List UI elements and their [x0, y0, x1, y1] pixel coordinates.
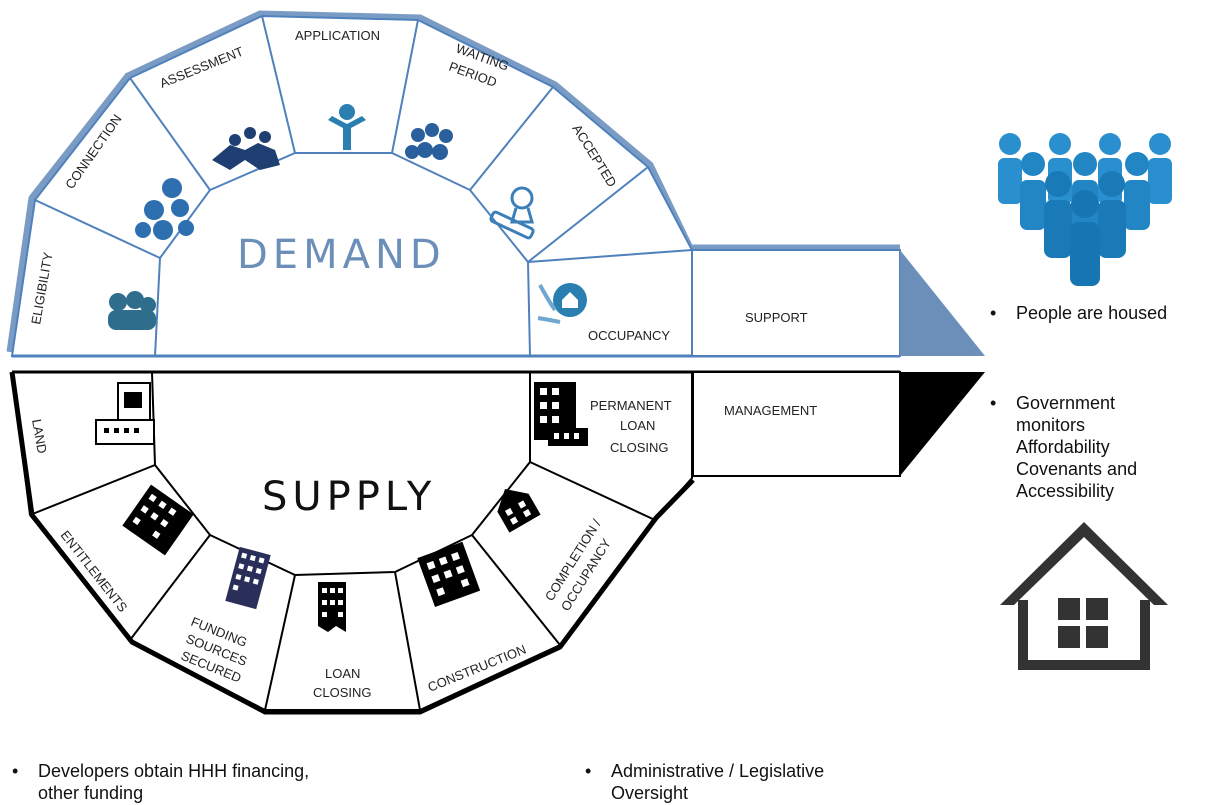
- bullet-dot: •: [990, 393, 997, 413]
- supply-divider: [264, 574, 296, 711]
- stamp-icon: [489, 186, 535, 240]
- building-icon: [534, 382, 588, 446]
- stage-land: LAND: [29, 418, 50, 455]
- bullet-text: Developers obtain HHH financing, other f…: [38, 761, 310, 803]
- people-group-icon: [135, 178, 194, 240]
- demand-divider: [391, 19, 419, 154]
- building-icon: [225, 546, 271, 610]
- stage-loan-closing-line1: LOAN: [325, 666, 360, 681]
- stage-application: APPLICATION: [295, 28, 380, 43]
- bullet-people-housed: • People are housed: [990, 302, 1205, 324]
- bullet-text: Administrative / Legislative Oversight: [611, 761, 825, 803]
- management-box: [692, 371, 901, 477]
- stage-loan-closing-line2: CLOSING: [313, 685, 372, 700]
- bullet-dot: •: [585, 761, 592, 781]
- supply-divider: [29, 464, 156, 516]
- supply-divider: [394, 571, 421, 711]
- stage-permanent-line2: LOAN: [620, 418, 655, 433]
- supply-divider: [129, 534, 211, 641]
- stage-occupancy: OCCUPANCY: [588, 328, 670, 343]
- support-box: [691, 249, 901, 357]
- supply-arrow: [900, 372, 985, 476]
- demand-divider: [527, 166, 649, 263]
- demand-arrow: [900, 250, 985, 356]
- house-hands-icon: [537, 283, 587, 324]
- building-icon: [318, 582, 346, 632]
- bullet-developers: • Developers obtain HHH financing, other…: [12, 760, 312, 804]
- building-icon: [417, 541, 481, 608]
- crowd-icon: [212, 127, 280, 170]
- support-label: SUPPORT: [745, 310, 808, 325]
- demand-divider: [129, 77, 211, 191]
- demand-half: ELIGIBILITY CONNECTION ASSESSMENT APPLIC…: [6, 10, 985, 358]
- bullet-government: • Government monitors Affordability Cove…: [990, 392, 1180, 502]
- house-icon: [497, 488, 541, 533]
- stage-permanent-line1: PERMANENT: [590, 398, 672, 413]
- demand-divider: [34, 199, 161, 259]
- demand-divider: [527, 249, 693, 263]
- management-label: MANAGEMENT: [724, 403, 817, 418]
- demand-inner-arc: [154, 152, 531, 357]
- building-icon: [95, 382, 155, 445]
- person-icon: [328, 104, 366, 150]
- bullet-text: Government monitors Affordability Covena…: [1016, 393, 1138, 501]
- building-icon: [122, 484, 194, 556]
- supply-outer-band: [9, 371, 695, 715]
- stage-permanent-line3: CLOSING: [610, 440, 669, 455]
- supply-inner-arc: [151, 371, 531, 577]
- bullet-text: People are housed: [1016, 303, 1168, 323]
- house-icon: [1000, 522, 1168, 670]
- bullet-dot: •: [990, 303, 997, 323]
- crowd-icon: [108, 291, 156, 330]
- bullet-oversight: • Administrative / Legislative Oversight: [585, 760, 905, 804]
- supply-divider: [529, 461, 656, 521]
- supply-half: LAND ENTITLEMENTS FUNDING SOURCES SECURE…: [9, 370, 985, 715]
- demand-title: DEMAND: [237, 232, 446, 278]
- people-group-icon: [998, 133, 1172, 286]
- supply-title: SUPPLY: [262, 474, 436, 520]
- demand-divider: [261, 15, 296, 154]
- crowd-icon: [405, 123, 453, 160]
- bullet-dot: •: [12, 761, 19, 781]
- demand-divider: [469, 86, 554, 191]
- supply-divider: [471, 534, 561, 646]
